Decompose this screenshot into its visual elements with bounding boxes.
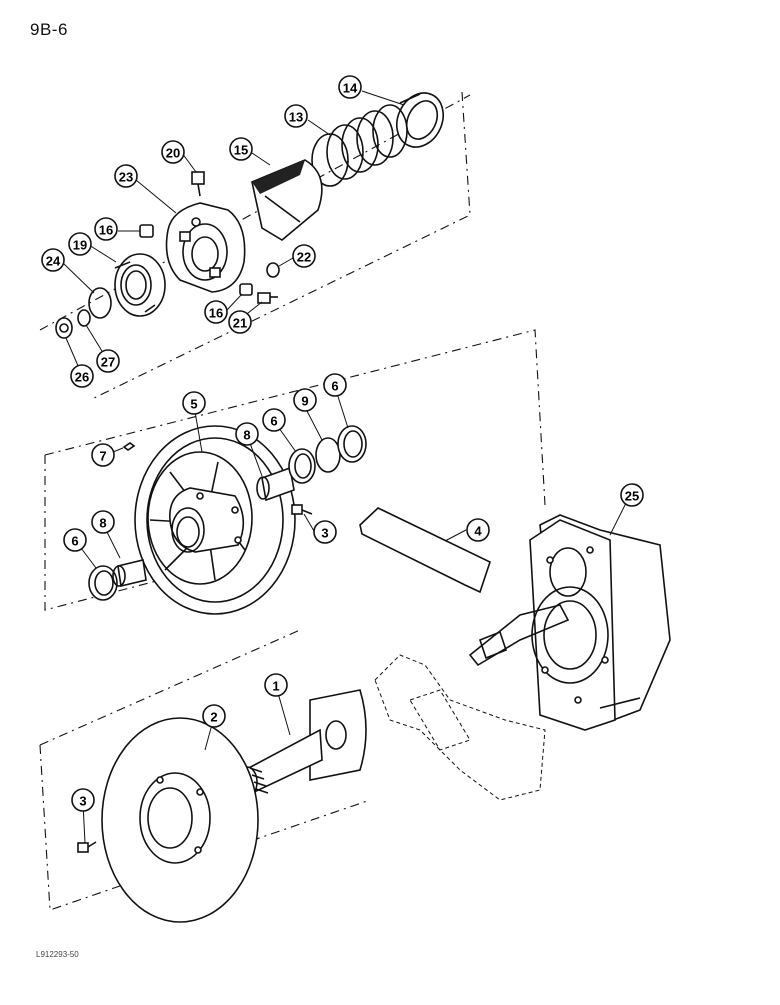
frame-bracket [374,654,546,801]
bolt-3-middle [291,504,313,515]
svg-text:27: 27 [101,355,115,370]
svg-text:26: 26 [75,370,89,385]
spring-retainer-ring [396,92,444,148]
upper-group-boundary [39,91,471,401]
callout-9: 9 [293,388,317,412]
bolt-3-lower [77,841,97,853]
ball-bearing [114,253,166,317]
callouts: 14 13 15 20 23 16 19 24 22 16 21 27 26 5… [41,75,644,812]
washer-27 [77,309,91,327]
svg-text:5: 5 [190,397,197,412]
svg-text:23: 23 [119,170,133,185]
svg-text:8: 8 [99,516,106,531]
callout-14: 14 [338,75,362,99]
bushing-16-upper [139,224,154,238]
callout-7: 7 [91,443,115,467]
gearbox [468,514,671,731]
callout-1: 1 [264,673,288,697]
svg-text:7: 7 [99,449,106,464]
callout-6-c: 6 [63,528,87,552]
svg-text:20: 20 [166,146,180,161]
callout-4: 4 [466,518,490,542]
callout-19: 19 [68,232,92,256]
svg-text:16: 16 [99,223,113,238]
bushing-8-lower [112,559,147,587]
bushing-16-lower [239,283,253,296]
svg-text:24: 24 [46,254,61,269]
callout-21: 21 [228,310,252,334]
callout-20: 20 [161,140,185,164]
svg-text:8: 8 [243,428,250,443]
nut-22 [266,262,280,278]
drive-sheave [134,425,296,615]
seal-6-upper-left [288,448,316,484]
seal-6-lower [88,565,118,601]
snap-ring [88,287,112,319]
cam-wedge [251,159,323,241]
callout-8-lower: 8 [91,510,115,534]
svg-text:22: 22 [297,250,311,265]
callout-22: 22 [292,244,316,268]
middle-group-boundary [44,329,546,611]
callout-16-lower: 16 [204,300,228,324]
callout-2: 2 [202,704,226,728]
page-number: 9B-6 [30,20,68,39]
compression-spring [311,104,408,187]
bolt-20 [191,171,205,197]
callout-24: 24 [41,248,65,272]
svg-text:6: 6 [270,414,277,429]
svg-text:1: 1 [272,679,279,694]
callout-27: 27 [96,349,120,373]
seal-6-upper-right [337,425,367,463]
bolt-21 [257,292,278,304]
svg-text:14: 14 [343,81,358,96]
nut-26 [55,317,73,339]
key-stock [359,507,491,594]
callout-13: 13 [284,104,308,128]
key-7 [122,442,136,451]
svg-text:4: 4 [474,524,482,539]
figure-id: L912293-50 [36,950,79,959]
svg-text:6: 6 [71,534,78,549]
callout-15: 15 [229,137,253,161]
callout-5: 5 [182,391,206,415]
callout-26: 26 [70,364,94,388]
ring-9 [315,437,341,473]
svg-text:19: 19 [73,238,87,253]
callout-3-middle: 3 [313,520,337,544]
svg-text:9: 9 [301,394,308,409]
lower-group-boundary [39,629,371,911]
cam-follower-hub [165,202,246,293]
callout-6-b: 6 [323,373,347,397]
svg-text:16: 16 [209,306,223,321]
callout-8-upper: 8 [235,422,259,446]
callout-16-upper: 16 [94,217,118,241]
svg-text:15: 15 [234,143,248,158]
callout-6-a: 6 [262,408,286,432]
bushing-8-upper [256,466,295,502]
callout-3-lower: 3 [71,788,95,812]
callout-23: 23 [114,164,138,188]
svg-text:21: 21 [233,316,247,331]
svg-text:3: 3 [79,794,86,809]
svg-text:2: 2 [210,710,217,725]
svg-text:6: 6 [331,379,338,394]
svg-text:13: 13 [289,110,303,125]
driven-sheave [101,717,259,923]
svg-text:25: 25 [625,489,639,504]
callout-25: 25 [620,483,644,507]
driven-shaft [236,689,367,798]
svg-text:3: 3 [321,526,328,541]
